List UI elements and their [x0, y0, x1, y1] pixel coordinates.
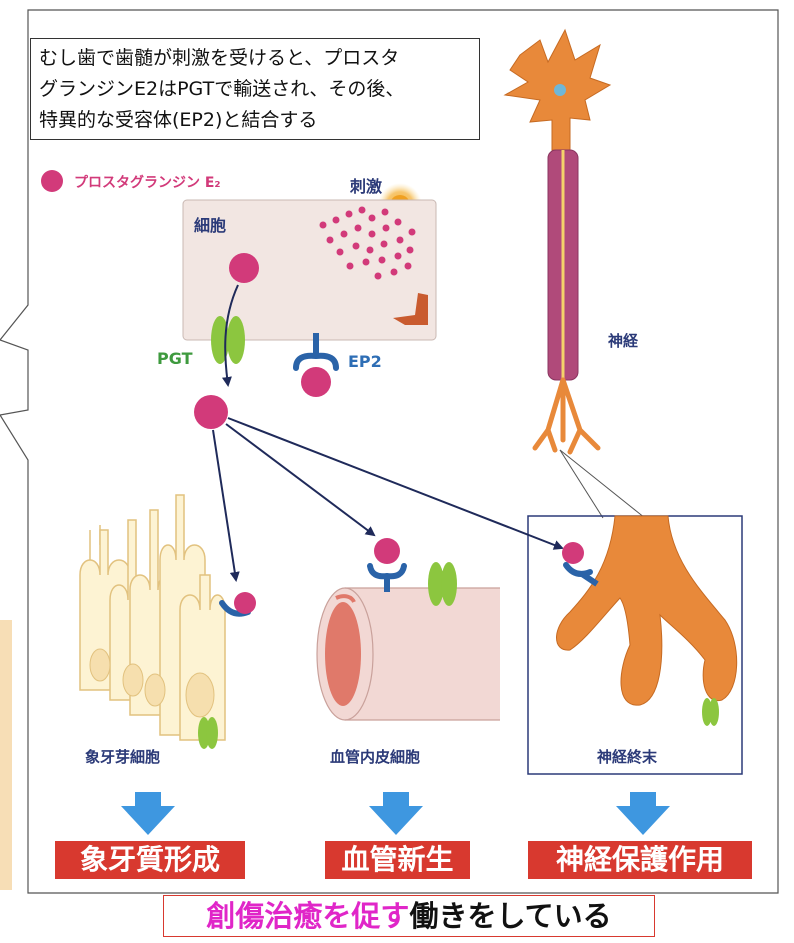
- vessel-receptor: [370, 538, 404, 592]
- caption-line-1: むし歯で歯髄が刺激を受けると、プロスタ: [39, 43, 471, 74]
- summary-rest: 働きをしている: [409, 899, 611, 933]
- endothelial-label: 血管内皮細胞: [330, 746, 420, 767]
- ending-pgt: [702, 698, 719, 726]
- arrow-to-vessel: [226, 424, 374, 535]
- down-arrow-dentin: [121, 792, 175, 835]
- odontoblast-label: 象牙芽細胞: [85, 746, 160, 767]
- nerve-branches: [535, 380, 598, 452]
- odontoblast-pgt: [198, 717, 218, 749]
- ep2-label: EP2: [348, 352, 382, 371]
- arrow-to-odontoblast: [213, 430, 236, 580]
- down-arrow-angio: [369, 792, 423, 835]
- legend-label: プロスタグランジン E₂: [74, 172, 221, 192]
- caption-line-2: グランジンE2はPGTで輸送され、その後、: [39, 74, 471, 105]
- pge2-in-cell: [229, 253, 259, 283]
- pge2-central: [194, 395, 228, 429]
- arrow-to-ending: [228, 418, 562, 548]
- legend-dot: [41, 170, 63, 192]
- nerve-ending-label: 神経終末: [597, 746, 657, 767]
- stimulus-label: 刺激: [350, 173, 382, 197]
- outcome-neuroprotection: 神経保護作用: [528, 841, 752, 879]
- pgt-label: PGT: [157, 349, 193, 368]
- ep2-receptor: [296, 333, 336, 397]
- outcome-angiogenesis: 血管新生: [325, 841, 470, 879]
- outcome-dentin-formation: 象牙質形成: [55, 841, 245, 879]
- nerve-label: 神経: [608, 330, 638, 351]
- neuron-nucleus: [554, 84, 566, 96]
- nerve-ending-shape: [557, 516, 737, 705]
- neuron: [505, 30, 610, 452]
- ending-receptor: [562, 542, 597, 584]
- caption-line-3: 特異的な受容体(EP2)と結合する: [39, 105, 471, 136]
- summary-highlight: 創傷治癒を促す: [206, 899, 409, 933]
- down-arrow-neuro: [616, 792, 670, 835]
- summary-box: 創傷治癒を促す働きをしている: [163, 895, 655, 937]
- odontoblast-receptor: [222, 592, 256, 614]
- blood-vessel: [317, 588, 500, 720]
- caption-box: むし歯で歯髄が刺激を受けると、プロスタ グランジンE2はPGTで輸送され、その後…: [30, 38, 480, 140]
- cell-label: 細胞: [194, 212, 226, 236]
- left-edge-strip: [0, 620, 12, 890]
